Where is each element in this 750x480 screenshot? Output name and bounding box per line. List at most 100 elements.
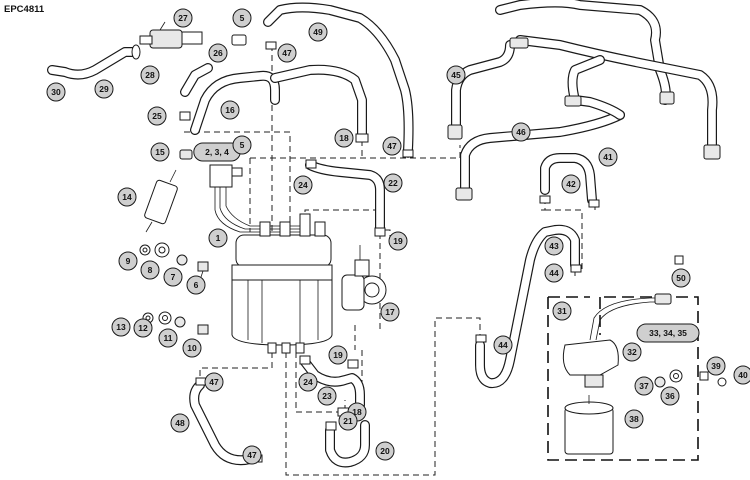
callout-19: 19 bbox=[388, 231, 408, 251]
callout-number: 24 bbox=[298, 180, 308, 190]
callout-26: 26 bbox=[208, 43, 228, 63]
callout-number: 13 bbox=[116, 322, 126, 332]
fitting-50 bbox=[674, 255, 684, 265]
callout-number: 1 bbox=[216, 233, 221, 243]
callout-number: 39 bbox=[711, 361, 721, 371]
fuel-pump-17 bbox=[341, 245, 387, 311]
callout-number: 47 bbox=[247, 450, 257, 460]
callout-number: 44 bbox=[549, 268, 559, 278]
callout-31: 31 bbox=[552, 301, 572, 321]
clamp-44-a bbox=[570, 264, 582, 273]
callout-44: 44 bbox=[493, 335, 513, 355]
callout-32: 32 bbox=[622, 342, 642, 362]
clamp-44-b bbox=[475, 334, 487, 343]
callout-number: 27 bbox=[178, 13, 188, 23]
quick-connector-b bbox=[564, 95, 582, 107]
callout-number: 47 bbox=[209, 377, 219, 387]
callout-number: 31 bbox=[557, 306, 567, 316]
callout-number: 12 bbox=[138, 323, 148, 333]
callout-23: 23 bbox=[317, 386, 337, 406]
callout-number: 42 bbox=[566, 179, 576, 189]
callout-number: 10 bbox=[187, 343, 197, 353]
callout-39: 39 bbox=[706, 356, 726, 376]
fuel-filter-38 bbox=[564, 395, 614, 455]
callout-number: 48 bbox=[175, 418, 185, 428]
hose-20-21 bbox=[325, 420, 370, 468]
callout-10: 10 bbox=[182, 338, 202, 358]
fitting-19-b bbox=[347, 359, 359, 369]
hose-43-44 bbox=[475, 224, 580, 389]
callout-16: 16 bbox=[220, 100, 240, 120]
callout-42: 42 bbox=[561, 174, 581, 194]
callout-19: 19 bbox=[328, 345, 348, 365]
callout-number: 30 bbox=[51, 87, 61, 97]
grommet-15 bbox=[179, 149, 193, 160]
callout-number: 33, 34, 35 bbox=[649, 328, 687, 338]
grommet-8 bbox=[154, 242, 170, 258]
callout-28: 28 bbox=[140, 65, 160, 85]
callout-44: 44 bbox=[544, 263, 564, 283]
callout-1: 1 bbox=[208, 228, 228, 248]
callout-22: 22 bbox=[383, 173, 403, 193]
fitting-47-a bbox=[265, 41, 277, 50]
callout-number: 37 bbox=[639, 381, 649, 391]
callout-number: 29 bbox=[99, 84, 109, 94]
fitting-21 bbox=[325, 421, 337, 431]
grommet-12 bbox=[158, 311, 172, 325]
callout-8: 8 bbox=[140, 260, 160, 280]
callout-5: 5 bbox=[232, 8, 252, 28]
hose-48 bbox=[189, 380, 260, 466]
callout-number: 22 bbox=[388, 178, 398, 188]
callout-29: 29 bbox=[94, 79, 114, 99]
callout-number: 44 bbox=[498, 340, 508, 350]
callout-47: 47 bbox=[204, 372, 224, 392]
callout-24: 24 bbox=[298, 372, 318, 392]
clip-39 bbox=[699, 371, 709, 381]
quick-connector-d bbox=[703, 144, 721, 160]
callout-45: 45 bbox=[446, 65, 466, 85]
quick-connector-a bbox=[509, 37, 529, 49]
bolt-37 bbox=[654, 376, 666, 388]
callout-number: 5 bbox=[240, 140, 245, 150]
hose-22 bbox=[305, 160, 385, 233]
callout-50: 50 bbox=[671, 268, 691, 288]
callout-number: 40 bbox=[738, 370, 748, 380]
callout-number: 15 bbox=[155, 147, 165, 157]
clip-5-top bbox=[231, 34, 247, 46]
nut-11 bbox=[174, 316, 186, 328]
hose-46 bbox=[460, 110, 625, 195]
callout-number: 26 bbox=[213, 48, 223, 58]
nut-7 bbox=[176, 254, 188, 266]
callout-47: 47 bbox=[277, 43, 297, 63]
callout-21: 21 bbox=[338, 411, 358, 431]
callout-30: 30 bbox=[46, 82, 66, 102]
hose-upper-right bbox=[495, 0, 718, 150]
callout-number: 21 bbox=[343, 416, 353, 426]
callout-number: 49 bbox=[313, 27, 323, 37]
connector-24-b bbox=[299, 355, 311, 365]
callout-47: 47 bbox=[242, 445, 262, 465]
callout-number: 2, 3, 4 bbox=[205, 147, 229, 157]
callout-number: 45 bbox=[451, 70, 461, 80]
fitting-25 bbox=[179, 111, 191, 121]
callout-number: 47 bbox=[387, 141, 397, 151]
washer-9 bbox=[139, 244, 151, 256]
harness-connector-2-3-4 bbox=[209, 164, 300, 233]
callout-25: 25 bbox=[147, 106, 167, 126]
callout-number: 11 bbox=[164, 333, 173, 343]
callout-number: 32 bbox=[627, 347, 637, 357]
callout-9: 9 bbox=[118, 251, 138, 271]
callout-number: 7 bbox=[171, 272, 176, 282]
clamp-42-b bbox=[588, 199, 600, 208]
callout-number: 41 bbox=[603, 152, 613, 162]
callout-number: 28 bbox=[145, 70, 155, 80]
callout-number: 43 bbox=[549, 241, 559, 251]
quick-connector-c bbox=[659, 91, 675, 105]
hose-26 bbox=[180, 63, 213, 97]
callout-number: 19 bbox=[393, 236, 403, 246]
clip-5-mid bbox=[231, 167, 243, 177]
callout-7: 7 bbox=[163, 267, 183, 287]
fuel-module-1 bbox=[231, 213, 333, 354]
callout-18: 18 bbox=[334, 128, 354, 148]
